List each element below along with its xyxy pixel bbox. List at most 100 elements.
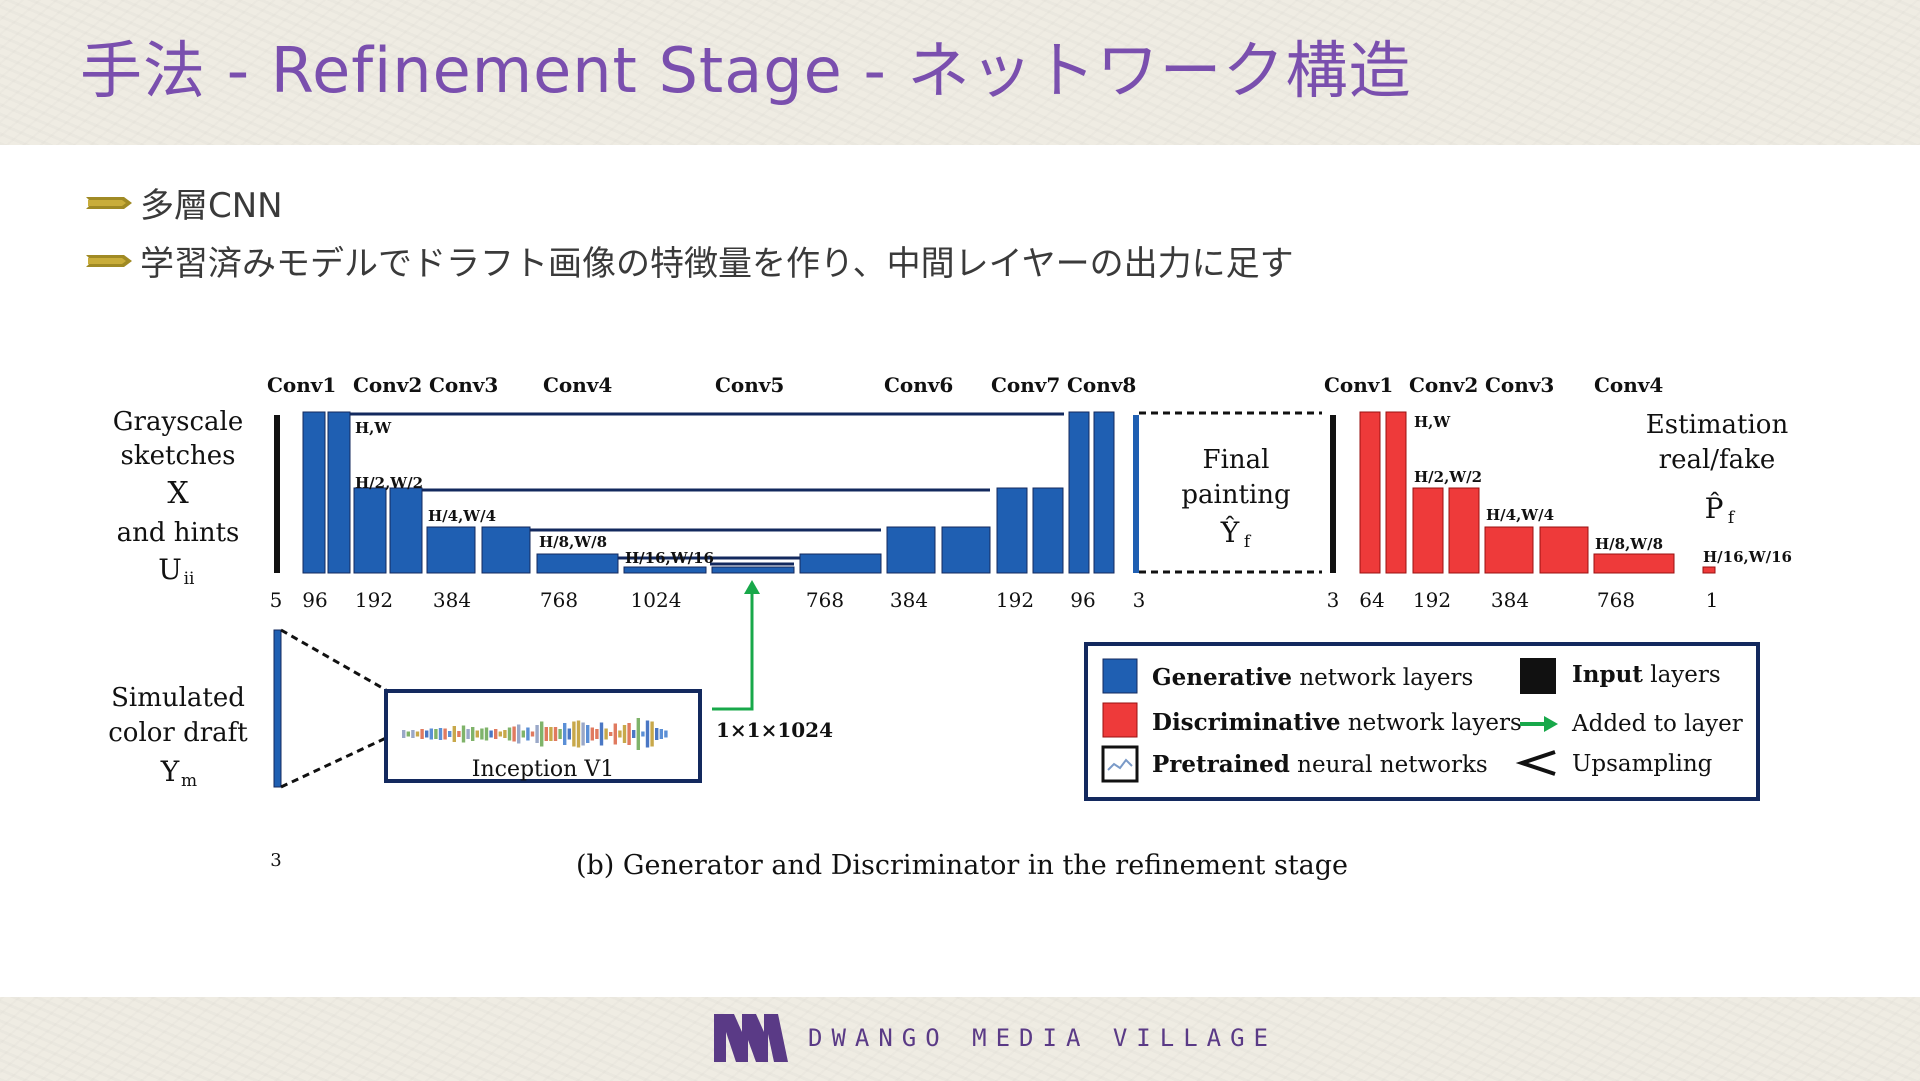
inception-layer-mark — [530, 731, 535, 737]
pretrained-output-label: 1×1×1024 — [716, 718, 833, 742]
inception-layer-mark — [604, 728, 608, 740]
svg-text:X: X — [167, 476, 189, 511]
inception-layer-mark — [540, 721, 544, 747]
inception-layer-mark — [521, 730, 525, 738]
inception-layer-mark — [599, 722, 604, 746]
inception-layer-mark — [526, 727, 530, 741]
svg-text:Y: Y — [160, 755, 180, 788]
svg-text:64: 64 — [1359, 588, 1384, 612]
legend-pretrained-swatch — [1101, 745, 1139, 783]
svg-text:H/2,W/2: H/2,W/2 — [355, 474, 423, 492]
svg-text:Grayscale: Grayscale — [113, 407, 244, 437]
svg-text:384: 384 — [890, 588, 928, 612]
svg-text:H/16,W/16: H/16,W/16 — [1703, 548, 1792, 566]
disc-conv4-block — [1593, 553, 1675, 574]
inception-layer-mark — [517, 724, 521, 744]
disc-conv-label: Conv3 — [1485, 373, 1554, 397]
inception-layer-mark — [636, 718, 640, 750]
inception-layer-mark — [494, 729, 498, 739]
svg-text:Simulated: Simulated — [111, 683, 245, 713]
svg-text:192: 192 — [355, 588, 393, 612]
added-arrow-head — [744, 580, 760, 594]
draft-channel-label: 3 — [270, 850, 281, 871]
svg-text:192: 192 — [1413, 588, 1451, 612]
gen-channel-labels: 5 96 192 384 768 1024 768 384 192 96 3 — [270, 588, 1146, 612]
gen-conv1-block — [327, 411, 351, 574]
pretrained-thumbnail-icon — [1107, 758, 1133, 771]
inception-layer-mark — [553, 727, 558, 741]
inception-layer-mark — [480, 728, 484, 740]
inception-layer-mark — [609, 732, 613, 736]
svg-text:H/4,W/4: H/4,W/4 — [428, 507, 496, 525]
footer-band — [0, 997, 1920, 1081]
gen-conv-label: Conv5 — [715, 373, 784, 397]
gen-conv-label: Conv3 — [429, 373, 498, 397]
svg-text:and hints: and hints — [117, 518, 240, 548]
inception-layer-mark — [576, 720, 581, 748]
disc-conv3-block — [1539, 526, 1589, 574]
svg-text:H/16,W/16: H/16,W/16 — [625, 549, 714, 567]
projection-dashed-line — [280, 736, 387, 789]
inception-layer-mark — [512, 726, 516, 742]
gen-conv-label: Conv8 — [1067, 373, 1136, 397]
added-to-layer-arrow — [712, 592, 754, 711]
inception-layer-mark — [645, 720, 650, 748]
inception-layer-mark — [452, 726, 456, 742]
gen-conv4-block — [536, 553, 619, 574]
legend-pretrained-label: Pretrained neural networks — [1152, 751, 1488, 778]
svg-text:color draft: color draft — [108, 718, 248, 748]
inception-layer-mark — [664, 730, 668, 738]
inception-layer-mark — [618, 730, 622, 738]
inception-layer-mark — [489, 730, 493, 738]
bullet-item: 多層CNN — [86, 178, 283, 227]
gen-conv7-block — [1032, 487, 1064, 574]
legend-box — [1084, 642, 1760, 801]
disc-conv2-block — [1412, 487, 1444, 574]
inception-layer-mark — [558, 729, 562, 739]
disc-conv-labels: Conv1 Conv2 Conv3 Conv4 — [1324, 373, 1663, 397]
disc-channel-labels: 3 64 192 384 768 1 — [1327, 588, 1719, 612]
inception-layer-mark — [461, 725, 466, 743]
inception-layer-mark — [438, 728, 443, 740]
gen-conv7-block — [996, 487, 1028, 574]
inception-layer-mark — [590, 727, 594, 741]
svg-text:96: 96 — [1070, 588, 1095, 612]
final-painting-label: Final painting Ŷ f — [1181, 445, 1290, 552]
svg-text:384: 384 — [433, 588, 471, 612]
disc-conv1-block — [1385, 411, 1407, 574]
inception-label: Inception V1 — [472, 757, 614, 782]
svg-text:96: 96 — [302, 588, 327, 612]
legend-input-swatch — [1520, 658, 1556, 694]
svg-text:H,W: H,W — [355, 419, 392, 437]
estimation-label: Estimation real/fake P̂ f — [1646, 410, 1789, 528]
svg-text:m: m — [181, 771, 197, 791]
svg-text:sketches: sketches — [121, 441, 236, 471]
disc-output-block — [1702, 566, 1716, 574]
dmv-logo: DWANGO MEDIA VILLAGE — [712, 1010, 1277, 1066]
svg-text:P̂: P̂ — [1705, 492, 1724, 525]
generator-layers — [302, 411, 1115, 574]
inception-layer-mark — [484, 727, 489, 741]
svg-text:H/2,W/2: H/2,W/2 — [1414, 468, 1482, 486]
gen-conv8-block — [1093, 411, 1115, 574]
inception-layer-mark — [429, 728, 433, 740]
inception-layer-mark — [402, 730, 406, 738]
gen-conv-label: Conv6 — [884, 373, 953, 397]
disc-input-layer — [1330, 415, 1336, 573]
inception-layer-mark — [415, 731, 420, 737]
bullet-text: 学習済みモデルでドラフト画像の特徴量を作り、中間レイヤーの出力に足す — [140, 244, 1294, 284]
disc-conv-label: Conv2 — [1409, 373, 1478, 397]
svg-text:384: 384 — [1491, 588, 1529, 612]
legend-discriminative-label: Discriminative network layers — [1152, 709, 1522, 736]
svg-text:real/fake: real/fake — [1659, 445, 1776, 475]
inception-layer-mark — [563, 723, 567, 745]
disc-conv1-block — [1359, 411, 1381, 574]
disc-conv3-block — [1484, 526, 1534, 574]
inception-layer-mark — [471, 727, 475, 741]
legend-added-arrow-head — [1544, 716, 1558, 732]
dmv-logo-icon — [714, 1014, 788, 1062]
svg-text:U: U — [158, 553, 182, 586]
inception-layer-mark — [457, 731, 461, 737]
logo-text: DWANGO MEDIA VILLAGE — [808, 1024, 1277, 1052]
arrow-bullet-icon — [86, 254, 132, 267]
